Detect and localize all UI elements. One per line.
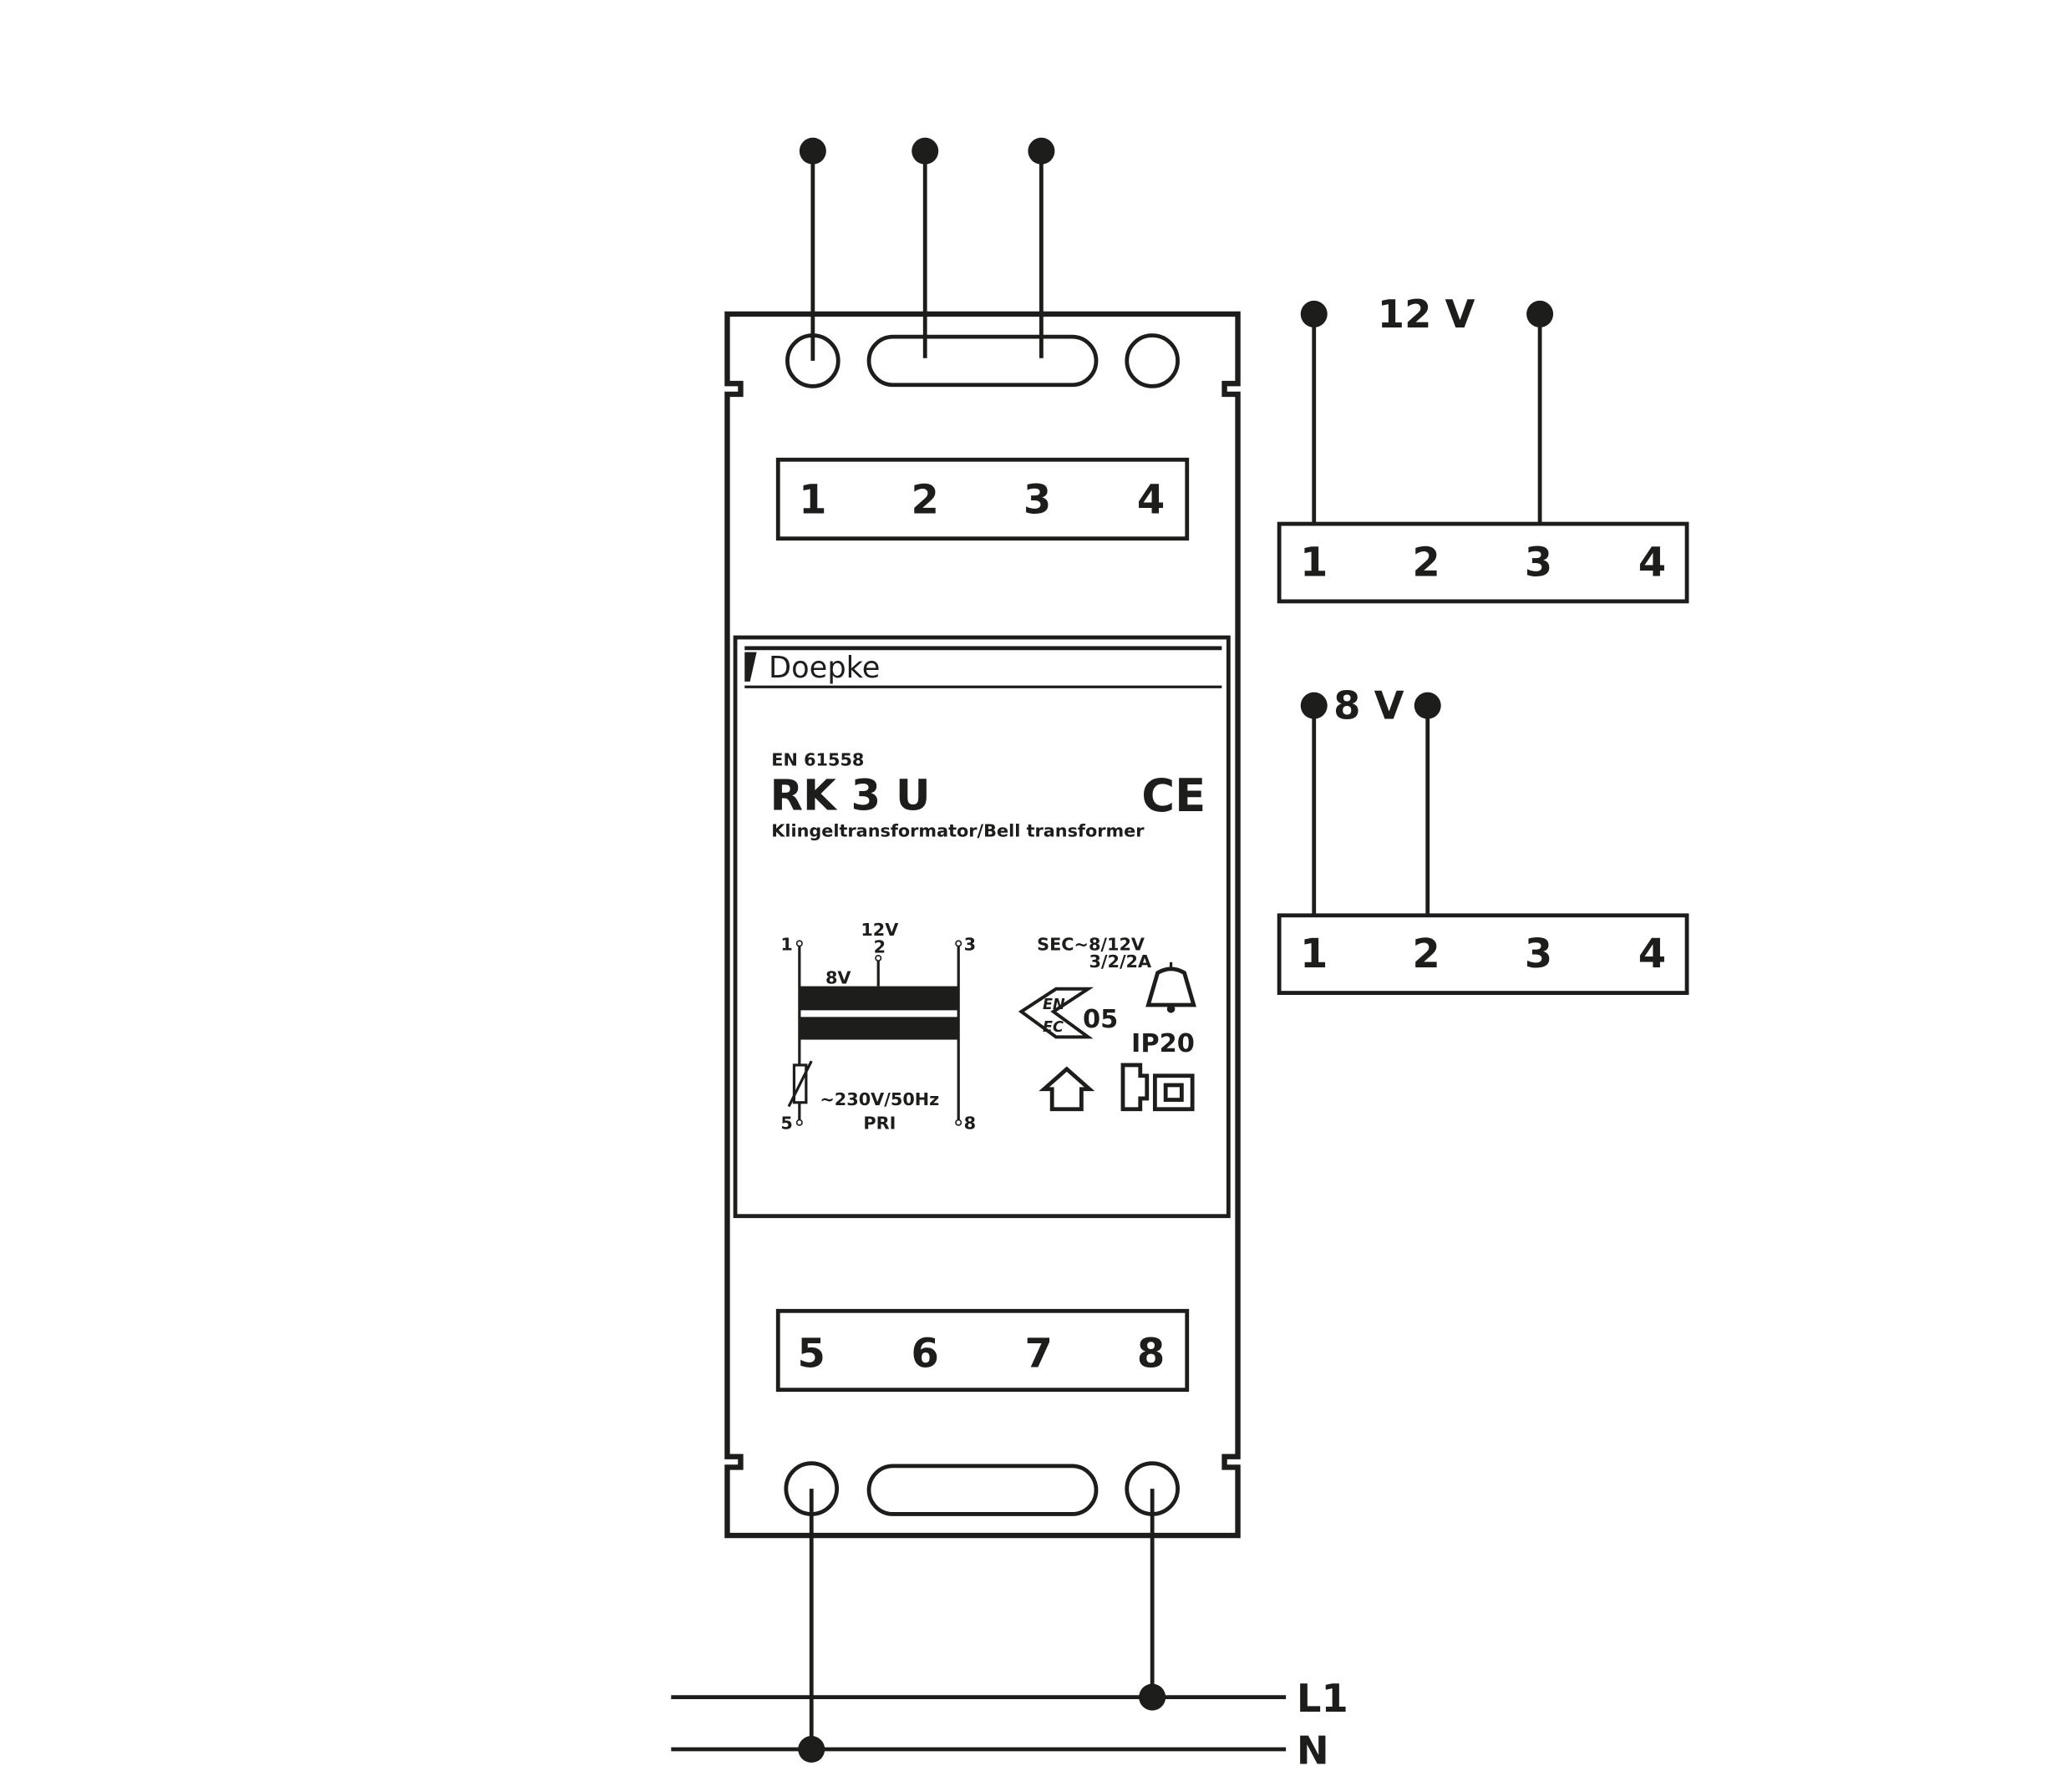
ip-rating: IP20	[1131, 1029, 1195, 1058]
svg-text:EC: EC	[1043, 1019, 1064, 1036]
terminal-2: 2	[1412, 539, 1440, 586]
mounting-hole	[1125, 333, 1180, 388]
model-name: RK 3 U	[770, 770, 931, 820]
current-rating: 3/2/2A	[1089, 951, 1151, 972]
terminal-1: 1	[1300, 539, 1328, 586]
standard-label: EN 61558	[771, 750, 864, 770]
wiring-8v: 8 V 1 2 3 4	[1277, 683, 1689, 995]
description: Klingeltransformator/Bell transformer	[771, 820, 1145, 840]
terminal-4: 4	[1638, 539, 1666, 586]
top-wires	[799, 137, 1055, 361]
terminal-4: 4	[1137, 476, 1165, 523]
device-housing	[724, 311, 1241, 1539]
voltage-8v-label: 8 V	[1333, 683, 1404, 728]
pin-1-label: 1	[780, 934, 792, 954]
terminal-1: 1	[1300, 931, 1328, 977]
secondary-rating: SEC~8/12V	[1037, 934, 1145, 954]
tap-8v-label: 8V	[825, 967, 851, 987]
indoor-use-house-icon	[1039, 1066, 1095, 1112]
pin-2-label: 2	[874, 937, 886, 957]
bottom-terminal-block: 5 6 7 8	[775, 1308, 1190, 1393]
svg-text:EN: EN	[1043, 997, 1065, 1013]
terminal-3: 3	[1525, 931, 1552, 977]
terminal-2: 2	[912, 476, 939, 523]
top-terminal-block: 1 2 3 4	[775, 457, 1190, 541]
terminal-7: 7	[1025, 1330, 1053, 1377]
safety-transformer-icon	[1120, 1063, 1195, 1112]
transformer-schematic-icon	[787, 940, 962, 1126]
primary-label: PRI	[863, 1114, 896, 1134]
label-panel: Doepke EN 61558 RK 3 U Klingeltransforma…	[733, 635, 1231, 1219]
terminal-3: 3	[1525, 539, 1552, 586]
mounting-hole	[785, 333, 840, 388]
tap-12v-label: 12V	[861, 920, 898, 940]
terminal-8: 8	[1137, 1330, 1165, 1377]
wire-slot	[866, 1464, 1099, 1516]
pin-8-label: 8	[964, 1114, 976, 1134]
n-label: N	[1297, 1728, 1329, 1773]
l1-label: L1	[1297, 1676, 1348, 1721]
terminal-1: 1	[799, 476, 826, 523]
enec-mark-icon: EN EC	[1018, 987, 1094, 1039]
terminal-3: 3	[1023, 476, 1051, 523]
pin-5-label: 5	[780, 1114, 792, 1134]
ce-mark: CE	[1141, 769, 1206, 822]
terminal-5: 5	[798, 1330, 825, 1377]
voltage-12v-label: 12 V	[1378, 292, 1475, 337]
brand-name: Doepke	[769, 651, 880, 685]
wire-slot	[866, 334, 1099, 388]
brand-logo-mark	[744, 652, 757, 682]
pin-3-label: 3	[964, 934, 976, 954]
terminal-2: 2	[1412, 931, 1440, 977]
terminal-4: 4	[1638, 931, 1666, 977]
wiring-12v: 12 V 1 2 3 4	[1277, 292, 1689, 604]
enec-number: 05	[1083, 1005, 1118, 1034]
bell-icon	[1145, 962, 1196, 1013]
terminal-6: 6	[912, 1330, 939, 1377]
primary-voltage: ~230V/50Hz	[820, 1089, 939, 1109]
mains-wiring	[671, 1489, 1287, 1763]
